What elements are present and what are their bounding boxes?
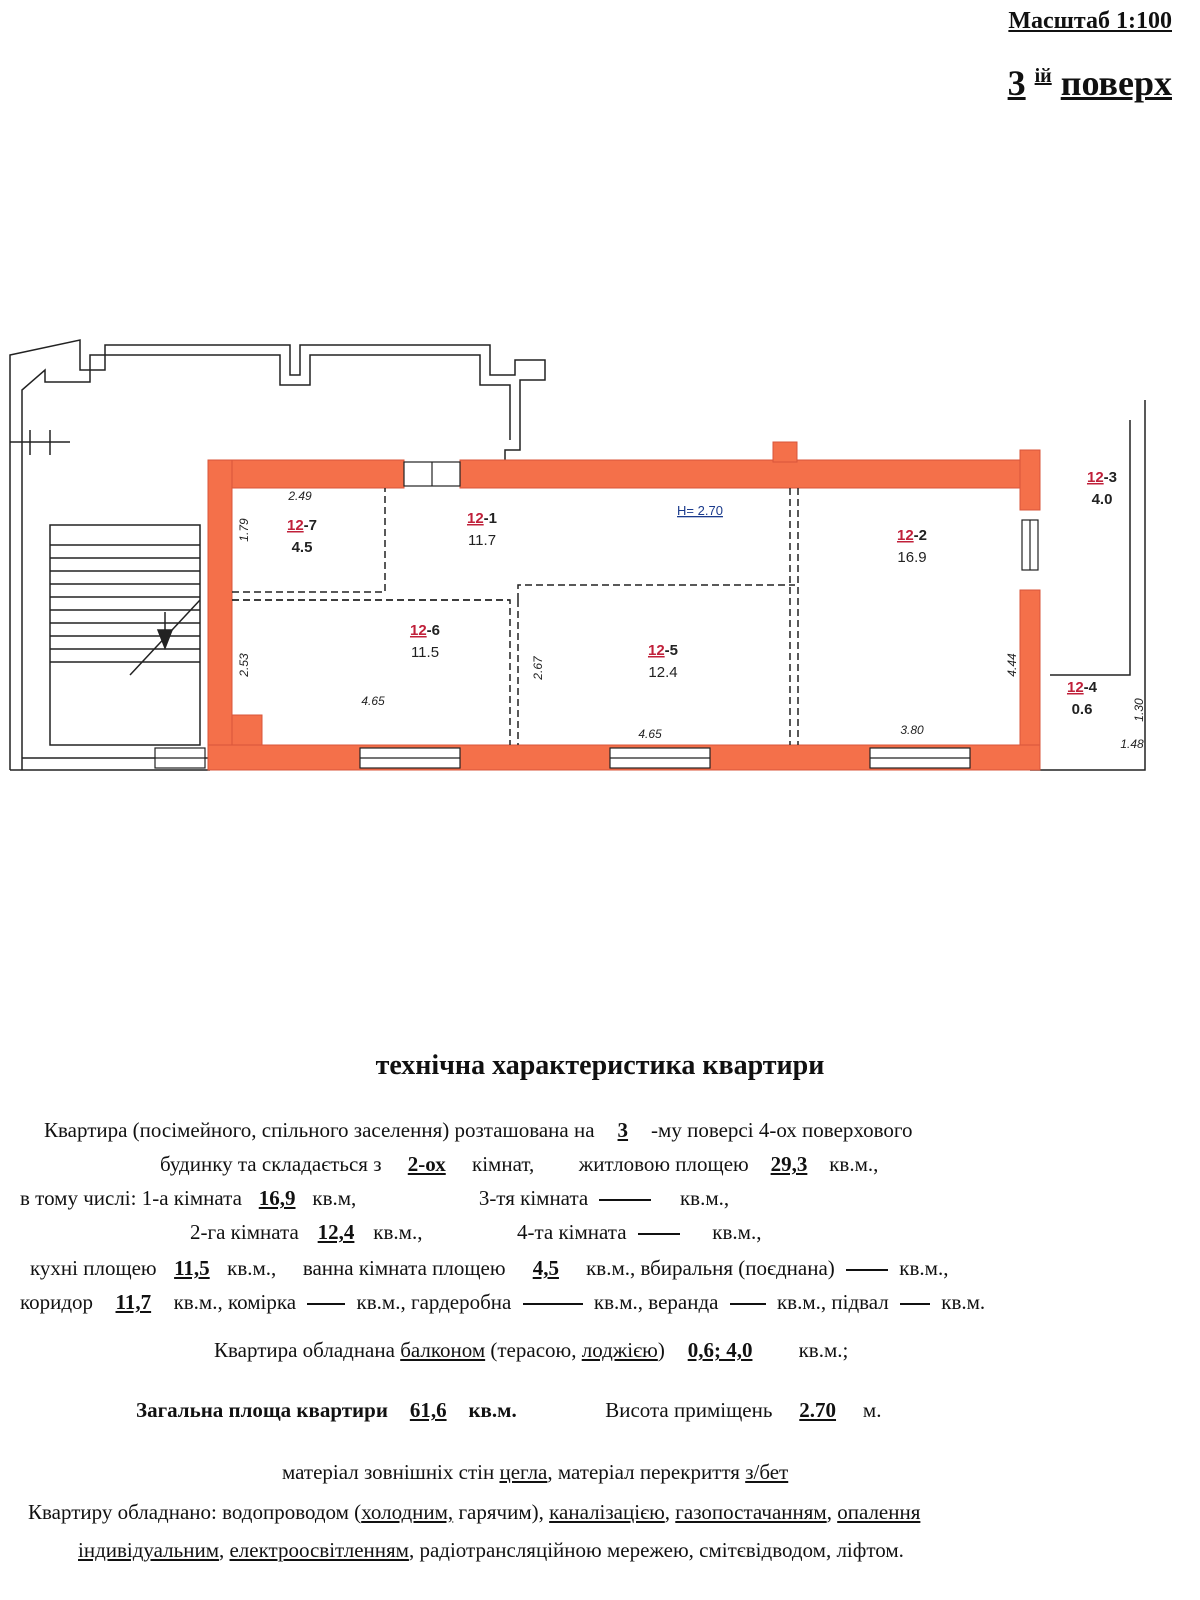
dimension-label: 4.65 <box>361 694 385 708</box>
dimension-label: 4.44 <box>1005 653 1019 677</box>
floor-word: поверх <box>1060 63 1172 103</box>
room-area-12-6: 11.5 <box>411 644 439 661</box>
room-area-12-1: 11.7 <box>468 532 496 549</box>
apartment-walls <box>207 441 1041 771</box>
dimension-label: 1.79 <box>237 518 251 542</box>
room-label-12-5: 12-5 <box>648 642 678 659</box>
floor-heading: 3 ій поверх <box>1008 62 1172 104</box>
dimension-label: 2.67 <box>531 655 545 681</box>
windows <box>154 461 1039 769</box>
room-area-12-4: 0.6 <box>1072 701 1093 718</box>
room-label-12-4: 12-4 <box>1067 679 1098 696</box>
room-label-12-7: 12-7 <box>287 517 317 534</box>
line-location: Квартира (посімейного, спільного заселен… <box>44 1118 913 1142</box>
line-room2: 2-га кімната 12,4 кв.м., 4-та кімната кв… <box>190 1220 762 1244</box>
partitions <box>232 488 799 745</box>
room-label-12-3: 12-3 <box>1087 469 1117 486</box>
dimension-label: 2.53 <box>237 653 251 678</box>
room-area-12-5: 12.4 <box>648 664 677 681</box>
room-area-12-2: 16.9 <box>897 549 926 566</box>
line-corridor: коридор 11,7 кв.м., комірка кв.м., гарде… <box>20 1290 986 1314</box>
room-label-12-2: 12-2 <box>897 527 927 544</box>
line-balcony: Квартира обладнана балконом (терасою, ло… <box>214 1338 849 1362</box>
section-title: технічна характеристика квартири <box>375 1050 825 1081</box>
line-rooms: будинку та складається з 2-ох кімнат, жи… <box>160 1152 879 1176</box>
dimension-label: 4.65 <box>638 727 662 741</box>
floor-suffix: ій <box>1034 65 1052 87</box>
floor-number: 3 <box>1007 63 1026 103</box>
scale-label: Масштаб 1:100 <box>1008 8 1172 34</box>
room-label-12-6: 12-6 <box>410 622 440 639</box>
staircase <box>10 430 201 746</box>
dimension-label: 1.30 <box>1132 698 1146 722</box>
line-utilities-cont: індивідуальним, електроосвітленням, раді… <box>78 1538 904 1562</box>
line-utilities: Квартиру обладнано: водопроводом (холодн… <box>28 1500 921 1524</box>
line-total-area: Загальна площа квартири 61,6 кв.м. Висот… <box>136 1398 882 1422</box>
ceiling-height-mark: H= 2.70 <box>677 503 723 518</box>
building-outline <box>9 339 1146 771</box>
floor-plan: 12-7 4.5 12-1 11.7 12-2 16.9 12-3 4.0 12… <box>9 339 1146 771</box>
room-area-12-3: 4.0 <box>1092 491 1113 508</box>
dimension-label: 1.48 <box>1120 737 1144 751</box>
line-materials: матеріал зовнішніх стін цегла, матеріал … <box>282 1460 789 1484</box>
room-area-12-7: 4.5 <box>292 539 313 556</box>
room-label-12-1: 12-1 <box>467 510 497 527</box>
line-room1: в тому числі: 1-а кімната 16,9 кв.м, 3-т… <box>20 1186 730 1210</box>
dimension-label: 3.80 <box>900 723 924 737</box>
line-kitchen-bath: кухні площею 11,5 кв.м., ванна кімната п… <box>30 1256 949 1280</box>
dimension-label: 2.49 <box>287 489 312 503</box>
